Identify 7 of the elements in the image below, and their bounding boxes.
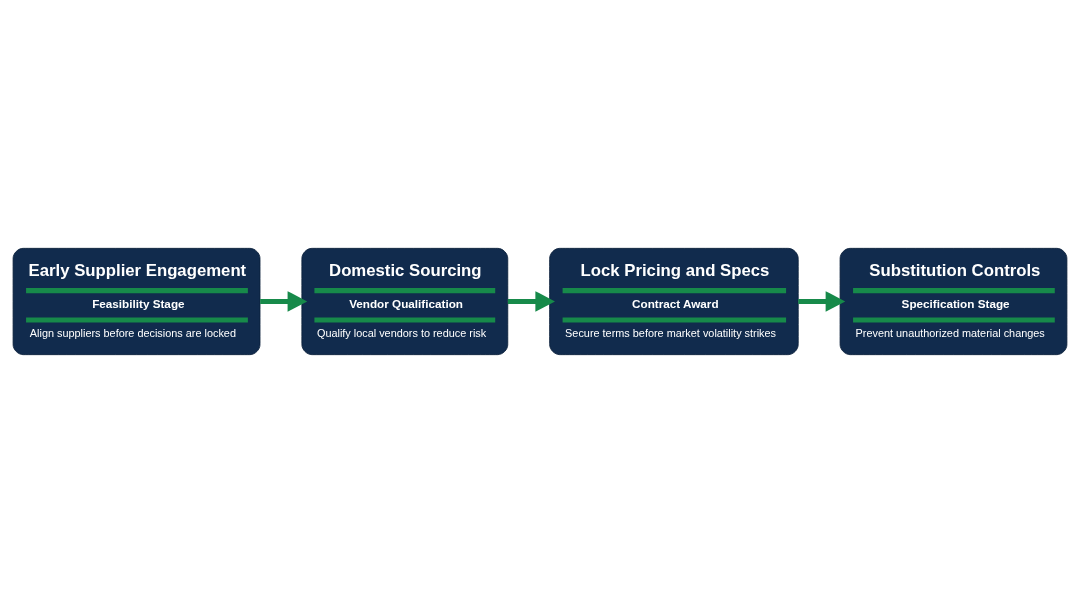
node-box: Lock Pricing and Specs Contract Award Secure terms before market volatility strikes	[549, 247, 799, 356]
arrow	[507, 291, 555, 312]
arrow	[798, 291, 846, 312]
arrow	[260, 291, 308, 312]
node-box: Early Supplier Engagement Feasibility Stage Align suppliers before decisions are locked	[12, 247, 261, 356]
node-box: Substitution Controls Specification Stage Prevent unauthorized material changes	[839, 247, 1068, 356]
node-box: Domestic Sourcing Vendor Qualification Qualify local vendors to reduce risk	[301, 247, 509, 356]
